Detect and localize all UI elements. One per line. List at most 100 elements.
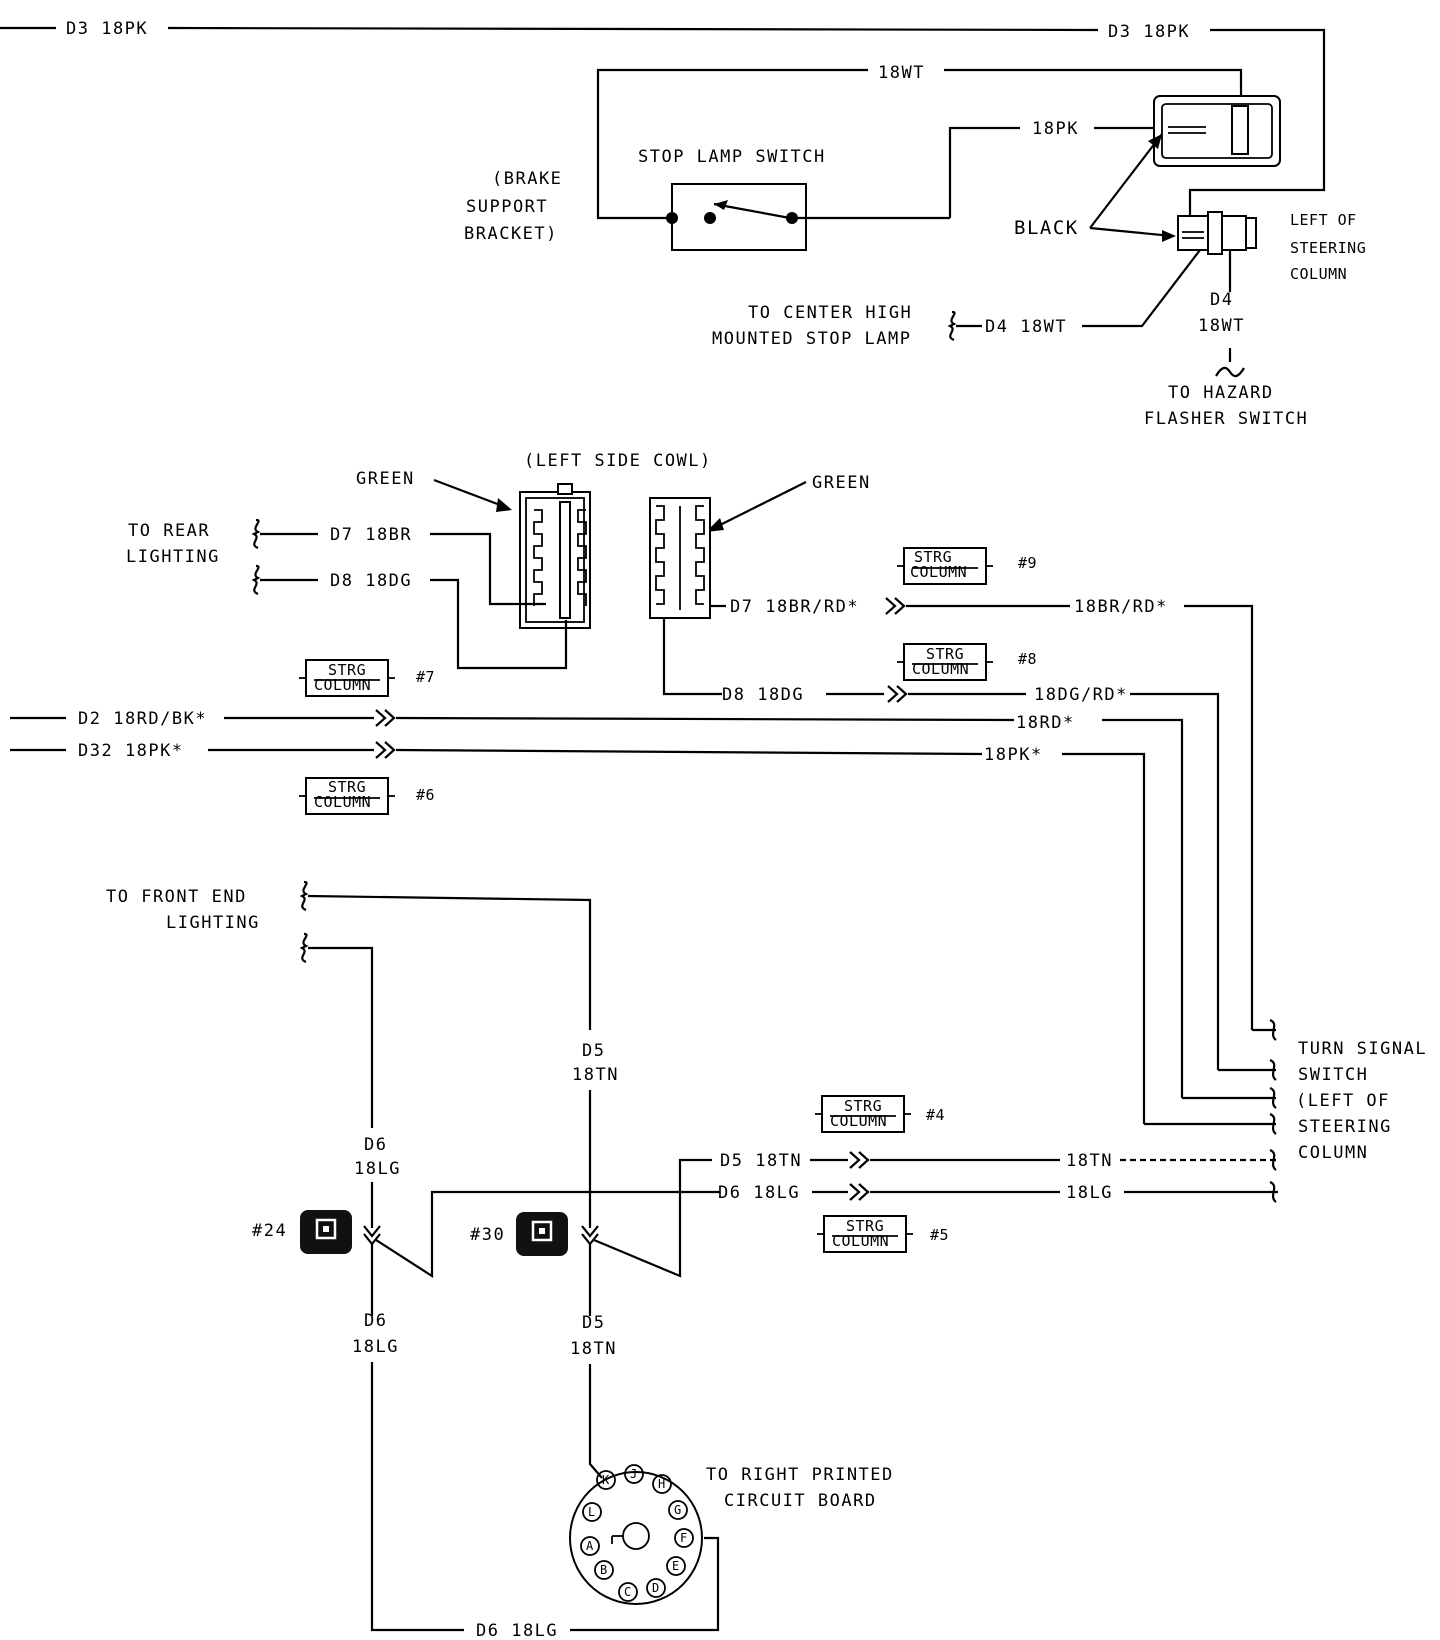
connector-pin-label-e: E <box>672 1559 679 1573</box>
connector-pin-label-d: D <box>652 1581 659 1595</box>
to-rear-lighting-1: TO REAR <box>128 521 210 541</box>
turn-signal-2: SWITCH <box>1298 1065 1368 1085</box>
connector-pin-e <box>666 1556 686 1576</box>
d32-label: D32 18PK* <box>78 741 184 761</box>
black-connector-upper <box>1153 95 1281 167</box>
wire-18lg-label: 18LG <box>1066 1183 1113 1203</box>
d4-label: D4 <box>1210 290 1233 310</box>
wire-18wt-label: 18WT <box>878 63 925 83</box>
d5-top-1: D5 <box>582 1041 605 1061</box>
connector-pin-label-b: B <box>600 1563 607 1577</box>
d4-18wt-label: D4 18WT <box>985 317 1067 337</box>
d6-bottom-1: D6 <box>364 1311 387 1331</box>
black-label: BLACK <box>1014 217 1079 239</box>
black-connector-lower <box>1177 211 1257 255</box>
to-hazard-1: TO HAZARD <box>1168 383 1274 403</box>
strg-6-line1: STRG <box>328 778 366 796</box>
brake-support-1: (BRAKE <box>492 169 562 189</box>
left-of-steering-2: STEERING <box>1290 239 1366 257</box>
wire-18dg-rd-label: 18DG/RD* <box>1034 685 1128 705</box>
to-hazard-2: FLASHER SWITCH <box>1144 409 1308 429</box>
turn-signal-3: (LEFT OF <box>1296 1091 1390 1111</box>
to-right-pcb-2: CIRCUIT BOARD <box>724 1491 877 1511</box>
strg-9-line1: STRG <box>914 548 952 566</box>
stop-lamp-switch-label: STOP LAMP SWITCH <box>638 147 826 167</box>
to-front-end-1: TO FRONT END <box>106 887 247 907</box>
turn-signal-4: STEERING <box>1298 1117 1392 1137</box>
wire-18br-rd-label: 18BR/RD* <box>1074 597 1168 617</box>
left-of-steering-1: LEFT OF <box>1290 211 1357 229</box>
connector-pin-label-a: A <box>586 1539 594 1553</box>
splice-30-label: #30 <box>470 1225 505 1245</box>
connector-pin-label-f: F <box>680 1531 687 1545</box>
turn-signal-5: COLUMN <box>1298 1143 1368 1163</box>
strg-4-line1: STRG <box>844 1097 882 1115</box>
d6-top-1: D6 <box>364 1135 387 1155</box>
connector-pin-c <box>618 1582 638 1602</box>
to-rear-lighting-2: LIGHTING <box>126 547 220 567</box>
wire-18pk-label: 18PK <box>1032 119 1079 139</box>
strg-4-number: #4 <box>926 1106 945 1124</box>
strg-4-line2: COLUMN <box>830 1112 887 1130</box>
strg-5-number: #5 <box>930 1226 949 1244</box>
d5-top-2: 18TN <box>572 1065 619 1085</box>
connector-pin-b <box>594 1560 614 1580</box>
connector-pin-l <box>582 1502 602 1522</box>
d8-18dg-label: D8 18DG <box>330 571 412 591</box>
green-left-label: GREEN <box>356 469 415 489</box>
strg-5-line2: COLUMN <box>832 1232 889 1250</box>
strg-8-line2: COLUMN <box>912 660 969 678</box>
connector-pin-a <box>580 1536 600 1556</box>
strg-column-9: STRG COLUMN #9 <box>896 547 1037 585</box>
to-chmsl-2: MOUNTED STOP LAMP <box>712 329 912 349</box>
splice-24-label: #24 <box>252 1221 287 1241</box>
d6-18lg-bottom-label: D6 18LG <box>476 1621 558 1640</box>
d5-bottom-2: 18TN <box>570 1339 617 1359</box>
connector-pin-label-c: C <box>624 1585 631 1599</box>
strg-column-6: STRG COLUMN #6 <box>298 777 435 815</box>
connector-pin-g <box>668 1500 688 1520</box>
strg-column-4: STRG COLUMN #4 <box>814 1095 945 1133</box>
connector-pin-label-k: K <box>602 1473 610 1487</box>
d3-right-label: D3 18PK <box>1108 22 1190 42</box>
wire-18pk-star-label: 18PK* <box>984 745 1043 765</box>
stop-lamp-circuit: D3 18PK D3 18PK 18WT STOP LAMP SWITCH 18… <box>0 19 1366 429</box>
strg-6-number: #6 <box>416 786 435 804</box>
d7-18br-rd-label: D7 18BR/RD* <box>730 597 859 617</box>
to-chmsl-1: TO CENTER HIGH <box>748 303 912 323</box>
strg-7-line1: STRG <box>328 661 366 679</box>
strg-5-line1: STRG <box>846 1217 884 1235</box>
left-side-cowl-label: (LEFT SIDE COWL) <box>524 451 712 471</box>
green-right-label: GREEN <box>812 473 871 493</box>
brake-support-3: BRACKET) <box>464 224 558 244</box>
strg-9-number: #9 <box>1018 554 1037 572</box>
d7-18br-label: D7 18BR <box>330 525 412 545</box>
d6-top-2: 18LG <box>354 1159 401 1179</box>
to-front-end-2: LIGHTING <box>166 913 260 933</box>
strg-8-line1: STRG <box>926 645 964 663</box>
strg-column-8: STRG COLUMN #8 <box>896 643 1037 681</box>
connector-pin-h <box>652 1474 672 1494</box>
connector-pin-f <box>674 1528 694 1548</box>
d3-left-label: D3 18PK <box>66 19 148 39</box>
connector-pin-k <box>596 1470 616 1490</box>
d5-18tn-label: D5 18TN <box>720 1151 802 1171</box>
wire-18rd-label: 18RD* <box>1016 713 1075 733</box>
connector-pin-label-g: G <box>674 1503 681 1517</box>
d6-18lg-label: D6 18LG <box>718 1183 800 1203</box>
cowl-connectors: (LEFT SIDE COWL) GREEN GREEN TO REAR LIG… <box>10 451 1254 1124</box>
connector-pin-j <box>624 1464 644 1484</box>
left-of-steering-3: COLUMN <box>1290 265 1347 283</box>
strg-column-7: STRG COLUMN #7 <box>298 659 435 697</box>
connector-pin-d <box>646 1578 666 1598</box>
to-right-pcb-1: TO RIGHT PRINTED <box>706 1465 894 1485</box>
strg-7-line2: COLUMN <box>314 676 371 694</box>
strg-column-5: STRG COLUMN #5 <box>816 1215 949 1253</box>
wire-18tn-label: 18TN <box>1066 1151 1113 1171</box>
turn-signal-circuit: TO FRONT END LIGHTING D5 18TN D6 18LG #2… <box>106 880 1426 1640</box>
connector-pin-label-j: J <box>630 1467 637 1481</box>
d6-bottom-2: 18LG <box>352 1337 399 1357</box>
strg-8-number: #8 <box>1018 650 1037 668</box>
